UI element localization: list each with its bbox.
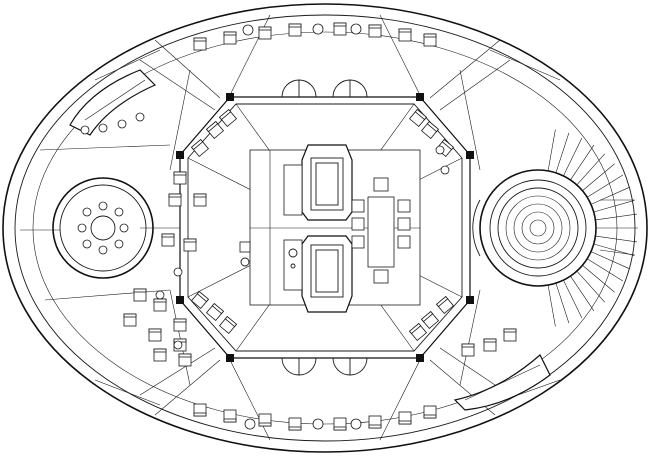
stair-tread [570, 275, 595, 312]
chair [193, 403, 207, 417]
stair-tread [590, 251, 630, 269]
chair [408, 322, 428, 342]
stair-tread [576, 153, 606, 186]
service-unit-top [283, 144, 353, 221]
chair [420, 120, 440, 140]
stair-tread [595, 235, 638, 243]
stair-tread [555, 132, 570, 173]
door-swing-icon [281, 79, 368, 376]
side-table [350, 23, 362, 35]
chair [288, 417, 302, 431]
side-table [242, 24, 254, 36]
chair [205, 302, 225, 322]
stool [173, 340, 183, 350]
chair [461, 343, 475, 357]
stair-tread [587, 258, 623, 282]
service-unit-bottom [283, 235, 353, 313]
chair [123, 313, 137, 327]
chair [148, 328, 162, 342]
left-round-room [52, 177, 154, 279]
stool [173, 267, 183, 277]
chair [223, 31, 237, 45]
chair [258, 413, 272, 427]
stair-tread [587, 174, 623, 198]
chair [398, 28, 412, 42]
stool [80, 125, 90, 135]
spiral-stair-icon [472, 169, 597, 287]
chair [183, 238, 197, 252]
stool [135, 112, 145, 122]
stair-tread [563, 137, 583, 177]
stool [440, 165, 450, 175]
chair [333, 22, 347, 36]
stair-treads [547, 129, 638, 327]
chair [205, 120, 225, 140]
chair [483, 338, 497, 352]
side-table [350, 418, 362, 430]
stair-tread [593, 200, 635, 213]
chair [288, 23, 302, 37]
chair [333, 417, 347, 431]
chair [178, 353, 192, 367]
chair [168, 193, 182, 207]
stair-tread [570, 144, 595, 181]
stair-tread [576, 270, 606, 303]
chair [133, 288, 147, 302]
chair [173, 171, 187, 185]
chair [193, 37, 207, 51]
radial-structure-lines [20, 14, 636, 441]
core-corner-posts [176, 93, 474, 362]
bar-counter-left [69, 69, 157, 136]
stair-tread [563, 279, 583, 319]
stool [435, 145, 445, 155]
chair [368, 24, 382, 38]
chair [368, 415, 382, 429]
outer-wall-outer [2, 3, 648, 453]
chair [408, 108, 428, 128]
chair [423, 33, 437, 47]
stair-tread [547, 129, 556, 171]
stair-tread [590, 187, 630, 205]
chair [173, 318, 187, 332]
stool [117, 119, 127, 129]
chair [423, 405, 437, 419]
stair-tread [582, 163, 615, 191]
chair [503, 328, 517, 342]
stair-tread [547, 285, 556, 327]
chair [435, 295, 455, 315]
chair [193, 193, 207, 207]
central-dining-table [239, 177, 411, 284]
chair [190, 138, 210, 158]
chair [218, 315, 238, 335]
stool [98, 123, 108, 133]
bar-counter-right [453, 354, 551, 411]
side-table [312, 23, 324, 35]
chair [190, 290, 210, 310]
chair [420, 310, 440, 330]
chair [153, 348, 167, 362]
side-table [312, 418, 324, 430]
stair-tread [595, 213, 638, 221]
chair [398, 411, 412, 425]
chair [223, 409, 237, 423]
stair-tread [582, 265, 615, 293]
chair [258, 26, 272, 40]
chair [161, 233, 175, 247]
stool [155, 290, 165, 300]
table-icon [80, 23, 450, 430]
stair-tread [555, 283, 570, 324]
chair [218, 108, 238, 128]
side-table [244, 418, 256, 430]
chair [153, 298, 167, 312]
stair-tread [593, 243, 635, 256]
